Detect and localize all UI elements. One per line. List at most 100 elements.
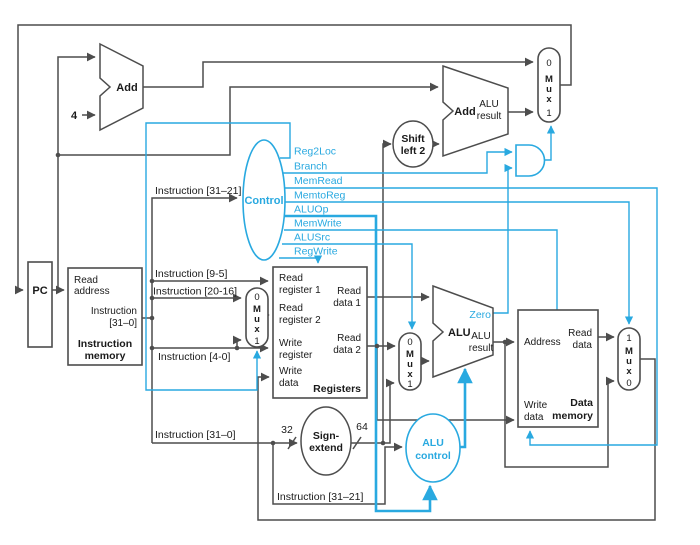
reg-read-data-2: Read [337,333,361,344]
reg-read-data-2b: data 2 [333,345,361,356]
mux-reg2loc-x: x [254,324,260,335]
alu-result-label2: result [469,343,494,354]
label-instr-31-21: Instruction [31–21] [155,185,241,197]
mux-pcsrc [537,47,561,123]
reg-write-register-b: register [279,350,313,361]
mux-pcsrc-0: 0 [546,58,551,69]
wire-signextend-to-shift [382,139,392,443]
reg-read-register-1: Read [279,273,303,284]
label-instr-31-21-bottom: Instruction [31–21] [277,491,363,503]
junction-dot [149,345,155,351]
wire-instruction-bus [151,193,238,443]
mux-alusrc [398,332,422,391]
wire-alusrc [282,243,417,330]
pc-adder [99,42,144,132]
junction-dot [502,339,508,345]
mux-pcsrc-x: x [546,94,552,105]
alu-result-label: ALU [471,331,490,342]
registers-box [272,266,368,399]
reg-read-data-1: Read [337,286,361,297]
mux-memtoreg-u: u [626,356,632,367]
mux-reg2loc [245,287,269,348]
wire-branch [283,147,513,174]
dmem-read-data: Read [568,328,592,339]
label-instr-20-16: Instruction [20-16] [153,286,237,298]
mux-pcsrc-u: u [546,84,552,95]
junction-dot [270,440,276,446]
const-4: 4 [71,110,78,122]
junction-dot [149,315,155,321]
reg-write-data-b: data [279,378,299,389]
junction-dot [380,440,386,446]
mux-memtoreg-m: M [625,346,633,357]
alu [432,284,494,379]
mux-alusrc-u: u [407,359,413,370]
width-32: 32 [281,424,293,436]
width-64: 64 [356,421,368,433]
junction-dot [55,287,61,293]
dmem-name2: memory [552,410,593,422]
mux-memtoreg [617,327,641,391]
mux-memtoreg-0: 0 [626,378,631,389]
sign-extend [300,406,352,476]
mux-alusrc-1: 1 [407,379,412,390]
pc-label: PC [32,285,47,297]
wire-memtoreg [285,201,634,325]
alu-control-label2: control [415,450,451,462]
wire-pc-to-branch-add [58,82,439,156]
label-instr-31-0: Instruction [31–0] [155,429,236,441]
mux-alusrc-0: 0 [407,337,412,348]
wire-add4-to-pcmux0 [143,57,534,88]
mux-reg2loc-m: M [253,304,261,315]
reg-read-data-1b: data 1 [333,298,361,309]
junction-dot [149,278,155,284]
wire-instr-4-0-to-regmux1 [232,335,242,348]
imem-name: Instruction [78,338,132,350]
wire-regwrite [279,255,323,264]
alu-control-unit [405,413,461,483]
reg-read-register-2b: register 2 [279,315,321,326]
alu-zero-label: Zero [469,309,491,321]
junction-dot [149,295,155,301]
mux-alusrc-m: M [406,349,414,360]
registers-name: Registers [313,383,361,395]
imem-instruction-port: Instruction [91,306,137,317]
dmem-read-data2: data [573,340,593,351]
wire-alucontrol-to-alu [457,367,473,449]
reg-read-register-2: Read [279,303,303,314]
mux-reg2loc-0: 0 [254,292,259,303]
mux-reg2loc-1: 1 [254,336,259,347]
imem-read-address2: address [74,286,110,297]
branch-and-gate [515,144,546,177]
control-unit [242,139,286,261]
imem-name2: memory [85,350,126,362]
dmem-write-data2: data [524,412,544,423]
junction-dot [55,152,61,158]
mux-alusrc-x: x [407,369,413,380]
signal-regwrite: RegWrite [294,246,338,258]
mux-memtoreg-1: 1 [626,333,631,344]
branch-adder-result2: result [477,111,502,122]
signal-memwrite: MemWrite [294,218,342,230]
wire-pcmux-feedback [14,24,572,295]
wire-zero-to-and [493,163,513,314]
wire-memread [285,187,658,446]
reg-write-data: Write [279,366,303,377]
sign-extend-label: Sign- [313,430,340,442]
wire-writeback [257,358,656,521]
branch-adder [442,64,509,158]
signal-memread: MemRead [294,175,343,187]
shift-left-label: Shift [401,133,425,145]
slash-64 [352,436,362,450]
signal-aluop: ALUOp [294,204,329,216]
junction-dot [234,345,240,351]
junction-dot [374,343,380,349]
wire-aluresult-to-wbmux0 [504,342,615,468]
wire-aluop [285,214,438,513]
reg-read-register-1b: register 1 [279,285,321,296]
shift-left-2 [392,120,434,168]
dmem-address: Address [524,337,561,348]
wire-and-to-pcmux [544,125,556,161]
branch-adder-result: ALU [479,99,498,110]
